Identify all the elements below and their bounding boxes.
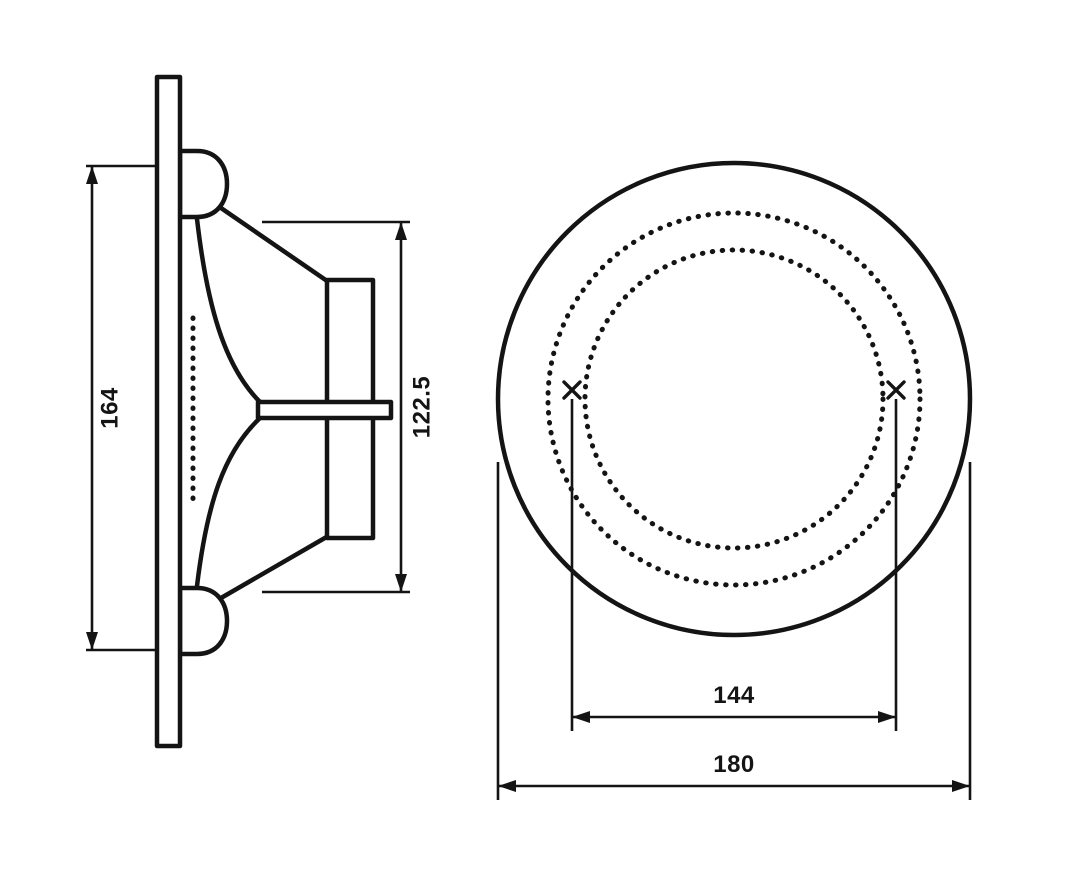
extension-lines-hole-spacing: [570, 399, 898, 731]
side-view: [154, 74, 394, 749]
dotted-circle-outer: [545, 210, 923, 588]
pole-piece-bar: [255, 399, 394, 421]
surround-top: [177, 148, 230, 220]
cone-curve-top: [194, 216, 263, 405]
dim-label-side-height: 164: [97, 387, 124, 429]
dotted-circle-inner: [582, 247, 886, 551]
mounting-hole-right-marker: [886, 380, 906, 400]
dim-hole-spacing: 144: [570, 399, 898, 731]
outer-rim-circle: [495, 160, 973, 638]
dimensions: 164 122.5 144 180: [86, 164, 972, 800]
cone-curve-bottom: [194, 415, 263, 589]
surround-bottom: [177, 585, 230, 657]
dim-cone-depth: 122.5: [262, 220, 436, 594]
extension-lines-overall-diameter: [496, 462, 972, 800]
dim-overall-diameter: 180: [496, 462, 972, 800]
basket-line-top: [218, 205, 333, 286]
dim-label-hole-spacing: 144: [713, 682, 755, 709]
dim-side-height: 164: [86, 164, 157, 652]
front-view: [495, 160, 973, 638]
mounting-hole-left-marker: [562, 380, 582, 400]
extension-lines-cone-depth: [262, 220, 410, 594]
basket-line-bottom: [218, 532, 333, 601]
dim-label-cone-depth: 122.5: [409, 376, 436, 439]
baffle-plate: [154, 74, 183, 749]
dim-label-overall-diameter: 180: [713, 751, 755, 778]
